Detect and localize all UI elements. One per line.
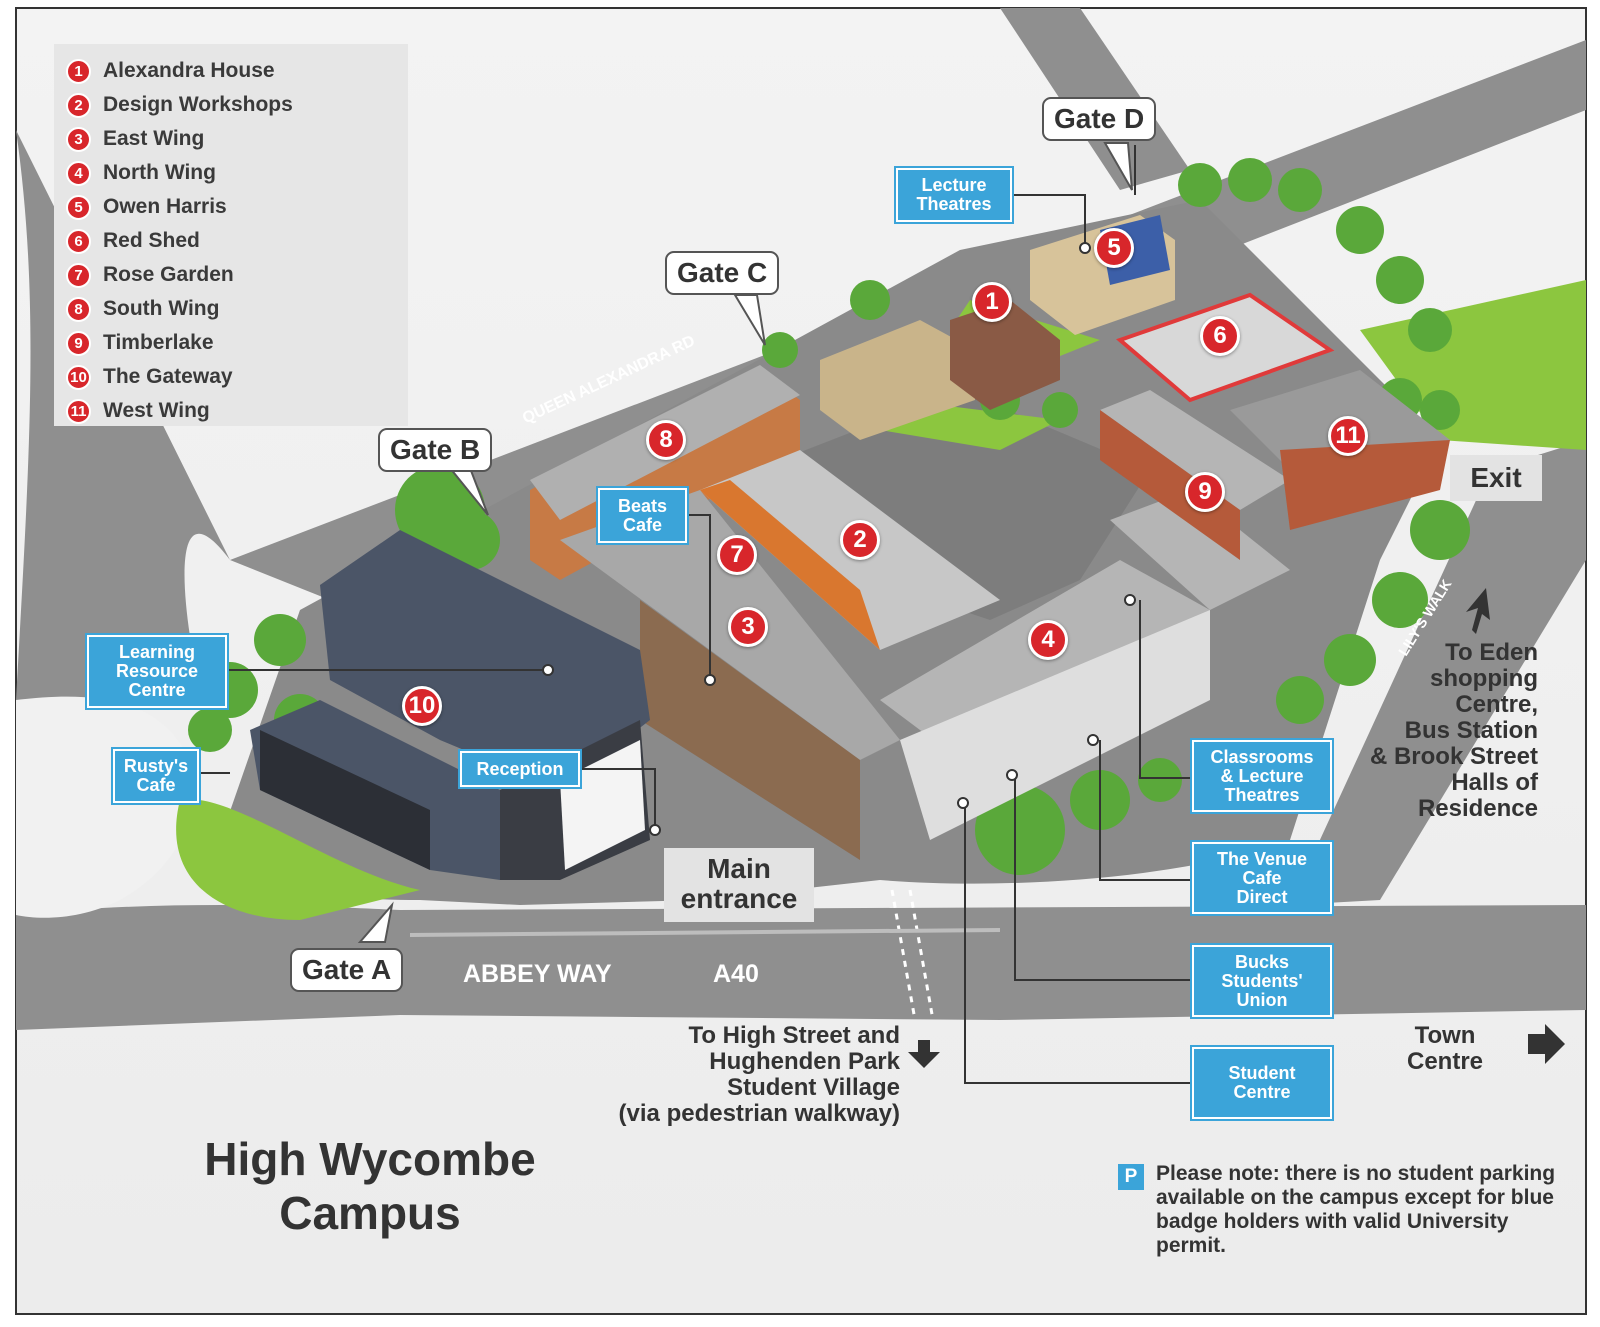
lilys-walk-road xyxy=(1290,440,1586,905)
beats-cafe-label: Beats Cafe xyxy=(596,486,689,545)
legend-item: 9 Timberlake xyxy=(66,326,408,360)
gate-d-label: Gate D xyxy=(1042,97,1157,141)
timberlake-building xyxy=(1100,390,1290,510)
learning-resource-centre-label: Learning Resource Centre xyxy=(85,633,229,710)
building-marker-4[interactable]: 4 xyxy=(1028,620,1068,660)
connector-lines xyxy=(200,145,1192,1084)
legend-number-badge: 7 xyxy=(66,262,91,288)
gateway-building-north xyxy=(320,530,650,790)
building-marker-9[interactable]: 9 xyxy=(1185,472,1225,512)
main-entrance-label: Main entrance xyxy=(664,848,814,922)
legend-number-badge: 11 xyxy=(66,398,91,424)
legend-name: North Wing xyxy=(103,161,216,184)
legend-item: 8 South Wing xyxy=(66,292,408,326)
building-marker-8[interactable]: 8 xyxy=(646,420,686,460)
legend-number-badge: 9 xyxy=(66,330,91,356)
building-marker-2[interactable]: 2 xyxy=(840,520,880,560)
legend-number-badge: 4 xyxy=(66,160,91,186)
legend-item: 10 The Gateway xyxy=(66,360,408,394)
building-marker-5[interactable]: 5 xyxy=(1094,228,1134,268)
connector-dots xyxy=(542,242,1136,836)
legend-name: Owen Harris xyxy=(103,195,227,218)
building-marker-11[interactable]: 11 xyxy=(1328,416,1368,456)
rustys-cafe-label: Rusty's Cafe xyxy=(111,747,201,805)
legend-item: 6 Red Shed xyxy=(66,224,408,258)
building-marker-6[interactable]: 6 xyxy=(1200,316,1240,356)
parking-icon: P xyxy=(1118,1164,1144,1190)
eden-arrow-icon xyxy=(1466,588,1490,634)
legend-number-badge: 1 xyxy=(66,58,91,84)
gate-b-label: Gate B xyxy=(378,428,493,472)
gate-c-label: Gate C xyxy=(665,251,780,295)
legend-number-badge: 2 xyxy=(66,92,91,118)
direction-arrows xyxy=(908,588,1565,1068)
lecture-theatres-label: Lecture Theatres xyxy=(894,166,1014,224)
legend-name: The Gateway xyxy=(103,365,233,388)
north-wing-building xyxy=(880,560,1210,760)
alexandra-house-building xyxy=(820,320,975,440)
exit-label: Exit xyxy=(1450,455,1542,501)
legend-item: 7 Rose Garden xyxy=(66,258,408,292)
reception-label: Reception xyxy=(458,749,582,789)
legend-name: Alexandra House xyxy=(103,59,275,82)
high-street-arrow-icon xyxy=(908,1040,940,1068)
map-title: High Wycombe Campus xyxy=(204,1133,536,1239)
bucks-students-union-label: Bucks Students' Union xyxy=(1190,943,1334,1019)
legend-panel: 1 Alexandra House 2 Design Workshops 3 East… xyxy=(54,44,408,426)
legend-item: 2 Design Workshops xyxy=(66,88,408,122)
abbey-way-road xyxy=(16,905,1586,1030)
gate-a-label: Gate A xyxy=(290,948,404,992)
legend-name: Design Workshops xyxy=(103,93,293,116)
venue-cafe-direct-label: The Venue Cafe Direct xyxy=(1190,840,1334,916)
legend-number-badge: 10 xyxy=(66,364,91,390)
legend-item: 11 West Wing xyxy=(66,394,408,428)
building-marker-7[interactable]: 7 xyxy=(717,535,757,575)
legend-item: 3 East Wing xyxy=(66,122,408,156)
legend-number-badge: 8 xyxy=(66,296,91,322)
legend-item: 5 Owen Harris xyxy=(66,190,408,224)
a40-label: A40 xyxy=(713,960,759,988)
legend-name: Red Shed xyxy=(103,229,200,252)
building-marker-3[interactable]: 3 xyxy=(728,607,768,647)
legend-number-badge: 6 xyxy=(66,228,91,254)
abbey-way-label: ABBEY WAY xyxy=(463,960,612,988)
student-centre-label: Student Centre xyxy=(1190,1045,1334,1121)
legend-name: Rose Garden xyxy=(103,263,234,286)
legend-name: South Wing xyxy=(103,297,220,320)
legend-list: 1 Alexandra House 2 Design Workshops 3 East… xyxy=(54,44,408,428)
high-street-direction-text: To High Street and Hughenden Park Studen… xyxy=(618,1022,900,1127)
legend-name: East Wing xyxy=(103,127,205,150)
parking-note-text: Please note: there is no student parking… xyxy=(1156,1162,1556,1257)
classrooms-lecture-theatres-label: Classrooms & Lecture Theatres xyxy=(1190,738,1334,814)
town-centre-direction-text: Town Centre xyxy=(1406,1022,1484,1075)
legend-name: West Wing xyxy=(103,399,210,422)
legend-number-badge: 5 xyxy=(66,194,91,220)
eden-direction-text: To Eden shopping Centre, Bus Station & B… xyxy=(1369,639,1538,822)
legend-number-badge: 3 xyxy=(66,126,91,152)
town-centre-arrow-icon xyxy=(1528,1024,1565,1064)
legend-item: 4 North Wing xyxy=(66,156,408,190)
building-marker-10[interactable]: 10 xyxy=(402,686,442,726)
gate-pointers xyxy=(357,142,1133,943)
legend-item: 1 Alexandra House xyxy=(66,54,408,88)
building-marker-1[interactable]: 1 xyxy=(972,282,1012,322)
legend-name: Timberlake xyxy=(103,331,214,354)
